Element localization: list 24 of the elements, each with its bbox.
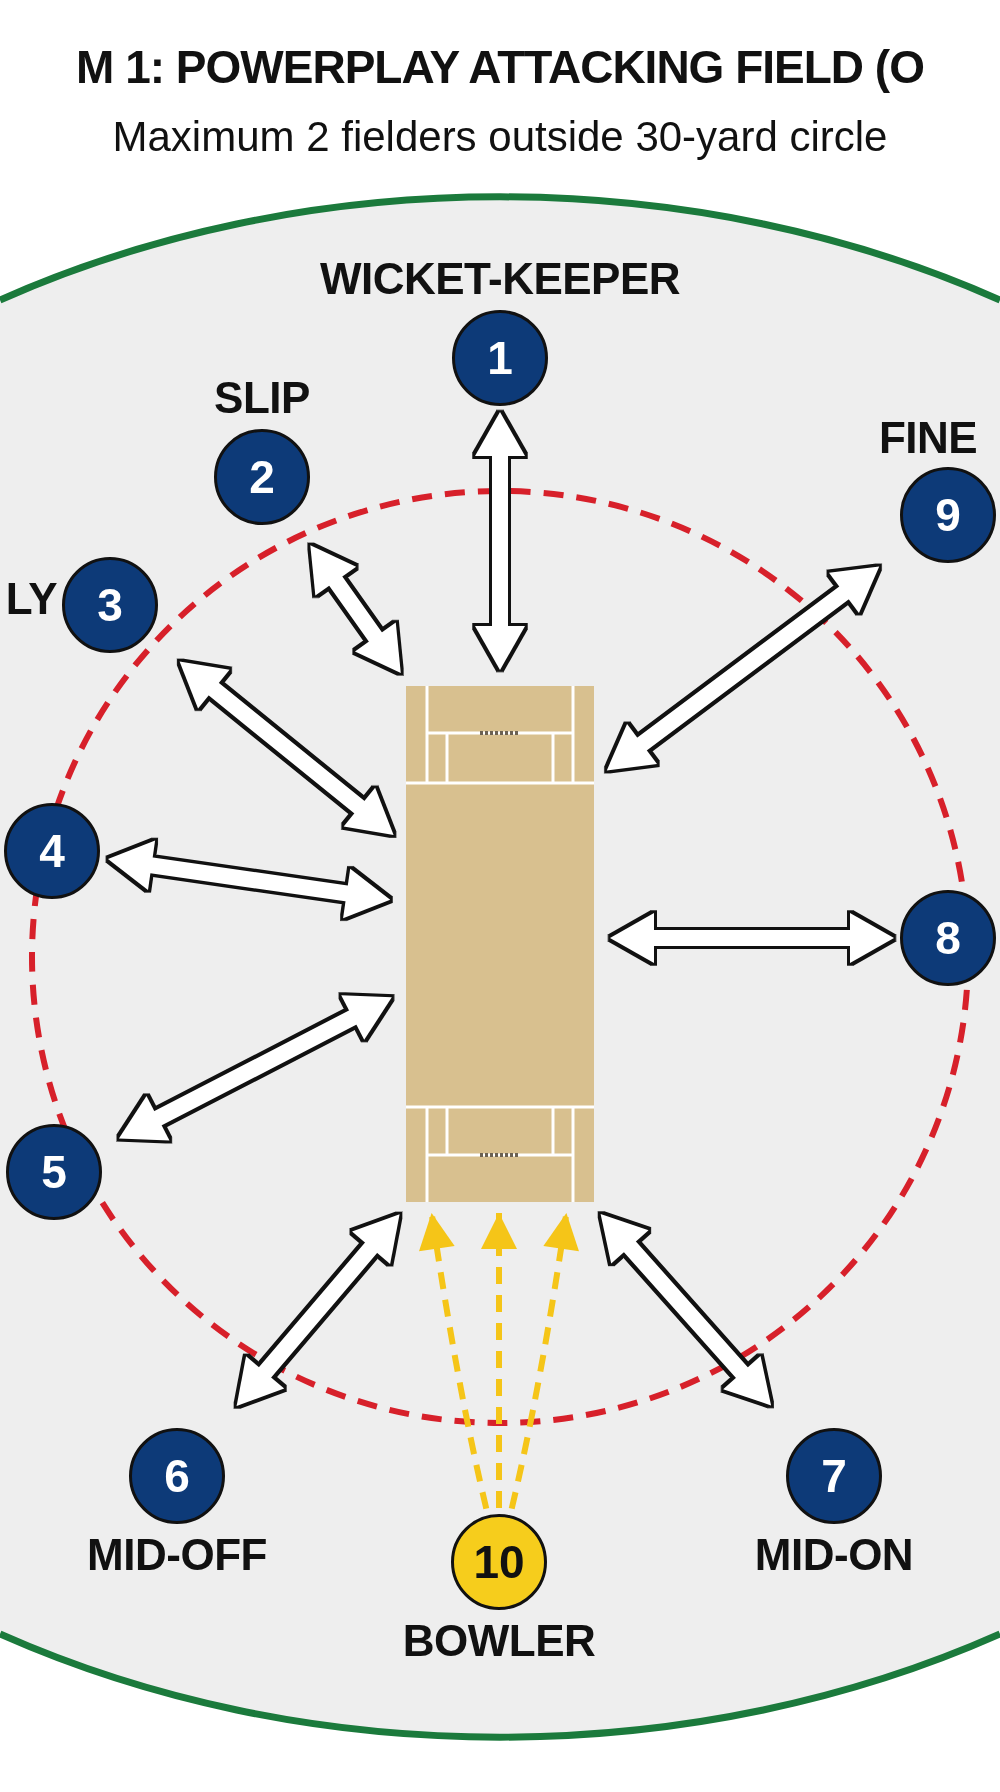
position-label: MID-OFF: [87, 1533, 267, 1577]
position-label: LY: [5, 577, 57, 621]
double-arrow: [106, 840, 392, 919]
position-label: MID-ON: [754, 1533, 914, 1577]
subtitle: Maximum 2 fielders outside 30-yard circle: [112, 116, 888, 158]
fielder-number: 6: [164, 1453, 190, 1499]
double-arrow: [610, 913, 894, 963]
fielder-number: 8: [935, 915, 961, 961]
position-label: BOWLER: [402, 1619, 596, 1663]
dashed-arrow: [419, 1212, 490, 1510]
fielder-number: 5: [41, 1149, 67, 1195]
fielder-number: 1: [487, 335, 513, 381]
fielder-number: 2: [249, 454, 275, 500]
fielder-number: 7: [821, 1453, 847, 1499]
fielder-number: 9: [935, 492, 961, 538]
position-label: WICKET-KEEPER: [319, 257, 681, 301]
dashed-arrow: [481, 1213, 517, 1508]
fielder-number: 3: [97, 582, 123, 628]
fielder-number: 4: [39, 828, 65, 874]
position-label: SLIP: [214, 376, 310, 420]
position-label: FINE: [878, 416, 978, 460]
fielder-number: 10: [473, 1539, 525, 1585]
dashed-arrow: [508, 1212, 579, 1510]
double-arrow: [475, 412, 525, 670]
